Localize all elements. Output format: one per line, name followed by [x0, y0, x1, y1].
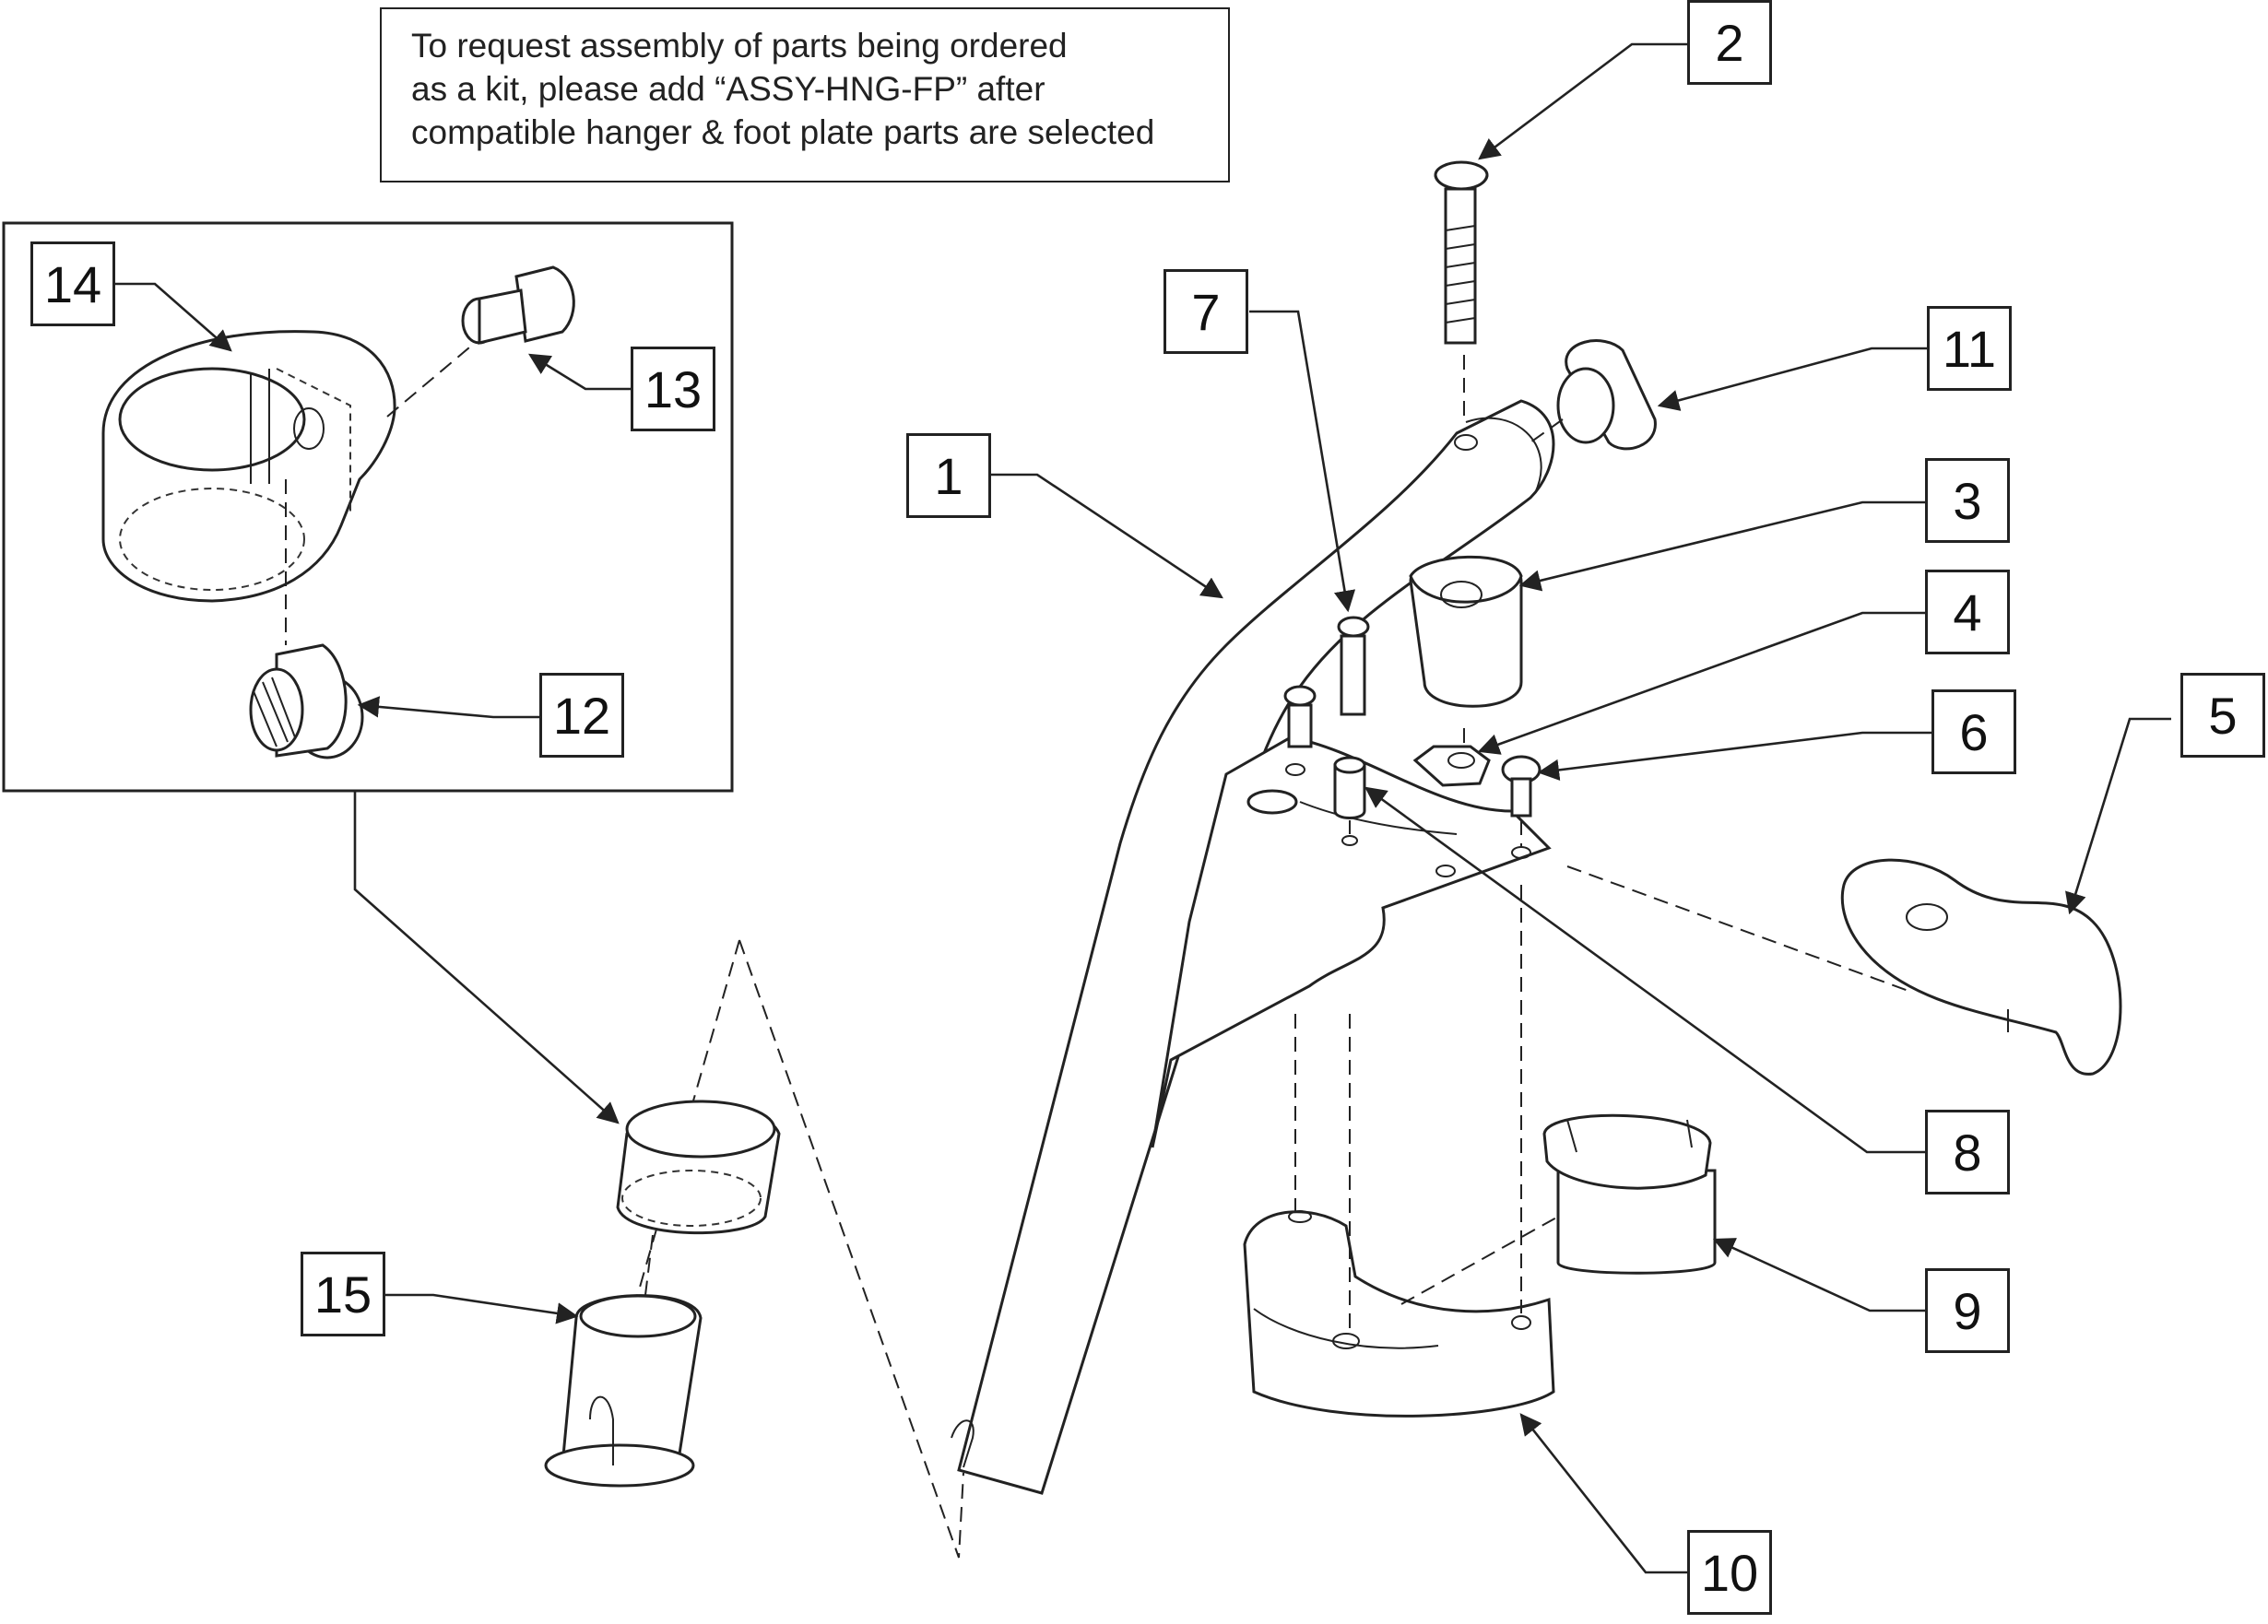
callout-12: 12: [539, 673, 624, 758]
callout-5: 5: [2180, 673, 2265, 758]
callout-1: 1: [906, 433, 991, 518]
callout-6: 6: [1931, 689, 2016, 774]
assembly-note-line-3: compatible hanger & foot plate parts are…: [411, 113, 1155, 151]
part-11-cap: [1556, 339, 1657, 451]
assembly-note-line-2: as a kit, please add “ASSY-HNG-FP” after: [411, 70, 1045, 108]
assembly-note-line-1: To request assembly of parts being order…: [411, 27, 1068, 65]
callout-13: 13: [631, 347, 715, 431]
callout-2: 2: [1687, 0, 1772, 85]
part-14-clamp: [101, 330, 396, 603]
part-15-socket: [544, 1100, 781, 1488]
callout-11: 11: [1927, 306, 2012, 391]
callout-15: 15: [301, 1252, 385, 1336]
part-7-screw: [1283, 616, 1370, 748]
part-2-bolt: [1434, 160, 1489, 345]
callout-9: 9: [1925, 1268, 2010, 1353]
callout-8: 8: [1925, 1110, 2010, 1194]
part-8-spacer: [1333, 756, 1366, 819]
callout-7: 7: [1164, 269, 1248, 354]
callout-14: 14: [30, 241, 115, 326]
part-9-sleeve: [1542, 1113, 1717, 1275]
callout-10: 10: [1687, 1530, 1772, 1615]
callout-4: 4: [1925, 570, 2010, 654]
part-12-knob: [249, 643, 364, 759]
detail-inset-frame: [2, 221, 734, 793]
part-6-screw: [1501, 755, 1542, 818]
part-1-hanger-tube: [951, 399, 1555, 1495]
part-10-mount: [1243, 1210, 1555, 1418]
part-5-footplate: [1840, 858, 2122, 1076]
part-3-bushing: [1409, 555, 1523, 708]
assembly-note: To request assembly of parts being order…: [380, 7, 1230, 182]
part-4-nut: [1412, 745, 1491, 787]
part-13-pin: [461, 265, 575, 345]
callout-3: 3: [1925, 458, 2010, 543]
